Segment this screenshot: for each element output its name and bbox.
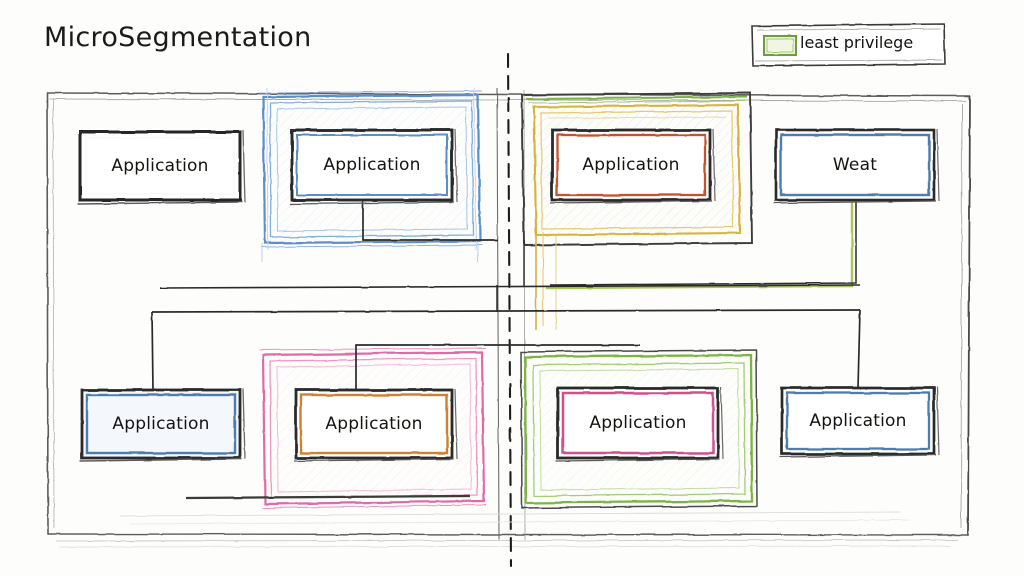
conn-weat-down	[545, 200, 857, 290]
conn-app5-up	[355, 344, 640, 390]
conn-bus-lower	[151, 309, 861, 391]
conn-bus-upper	[159, 284, 861, 289]
node-app-1[interactable]	[77, 129, 246, 205]
node-app-5[interactable]	[293, 388, 458, 462]
group-amber-top-tail	[535, 232, 557, 330]
legend-box	[751, 23, 946, 67]
outer-frame	[46, 92, 971, 548]
node-weat[interactable]	[773, 128, 940, 204]
least-privilege-swatch	[762, 34, 798, 57]
node-app-7[interactable]	[779, 386, 940, 458]
node-app-6[interactable]	[555, 386, 724, 462]
conn-drop-center	[496, 240, 525, 312]
conn-app2-down	[362, 200, 498, 241]
stray-pencil-strokes	[119, 243, 911, 525]
node-app-2[interactable]	[289, 128, 458, 205]
node-app-4[interactable]	[79, 388, 246, 462]
vertical-dashed-divider	[506, 52, 513, 568]
node-app-3[interactable]	[549, 128, 716, 204]
